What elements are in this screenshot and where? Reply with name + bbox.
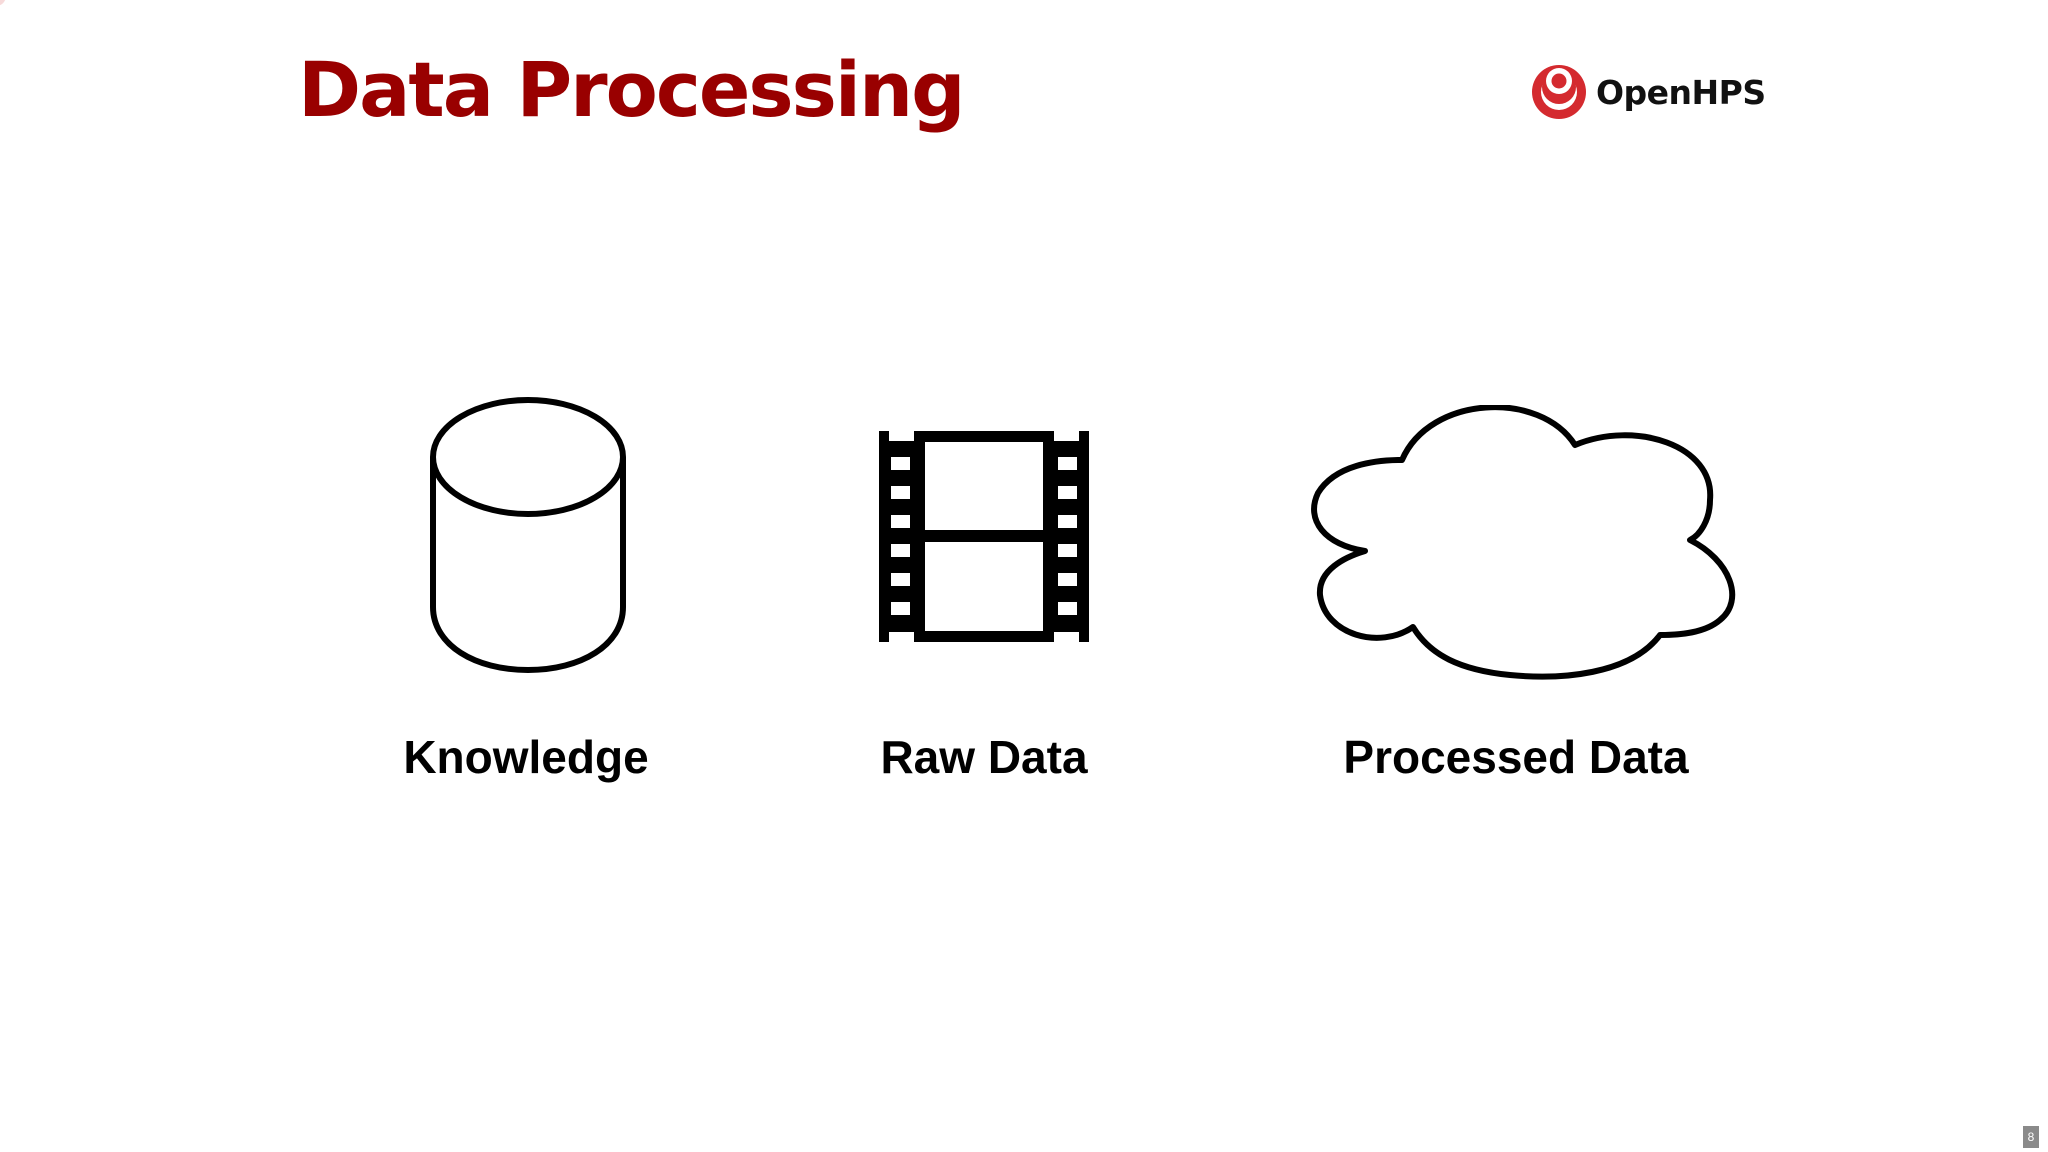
caption-knowledge: Knowledge: [403, 731, 649, 783]
caption-raw-data: Raw Data: [880, 731, 1088, 783]
page-number: 8: [2023, 1126, 2039, 1148]
openhps-logo-icon: [1532, 65, 1586, 119]
database-icon: [430, 397, 626, 674]
logo-text: OpenHPS: [1596, 72, 1766, 112]
cloud-icon: [1311, 405, 1736, 680]
slide-title: Data Processing: [298, 45, 965, 134]
openhps-logo: OpenHPS: [1530, 62, 1766, 122]
film-strip-icon: [879, 431, 1089, 642]
caption-processed-data: Processed Data: [1343, 731, 1689, 783]
corner-decoration: [0, 0, 6, 6]
